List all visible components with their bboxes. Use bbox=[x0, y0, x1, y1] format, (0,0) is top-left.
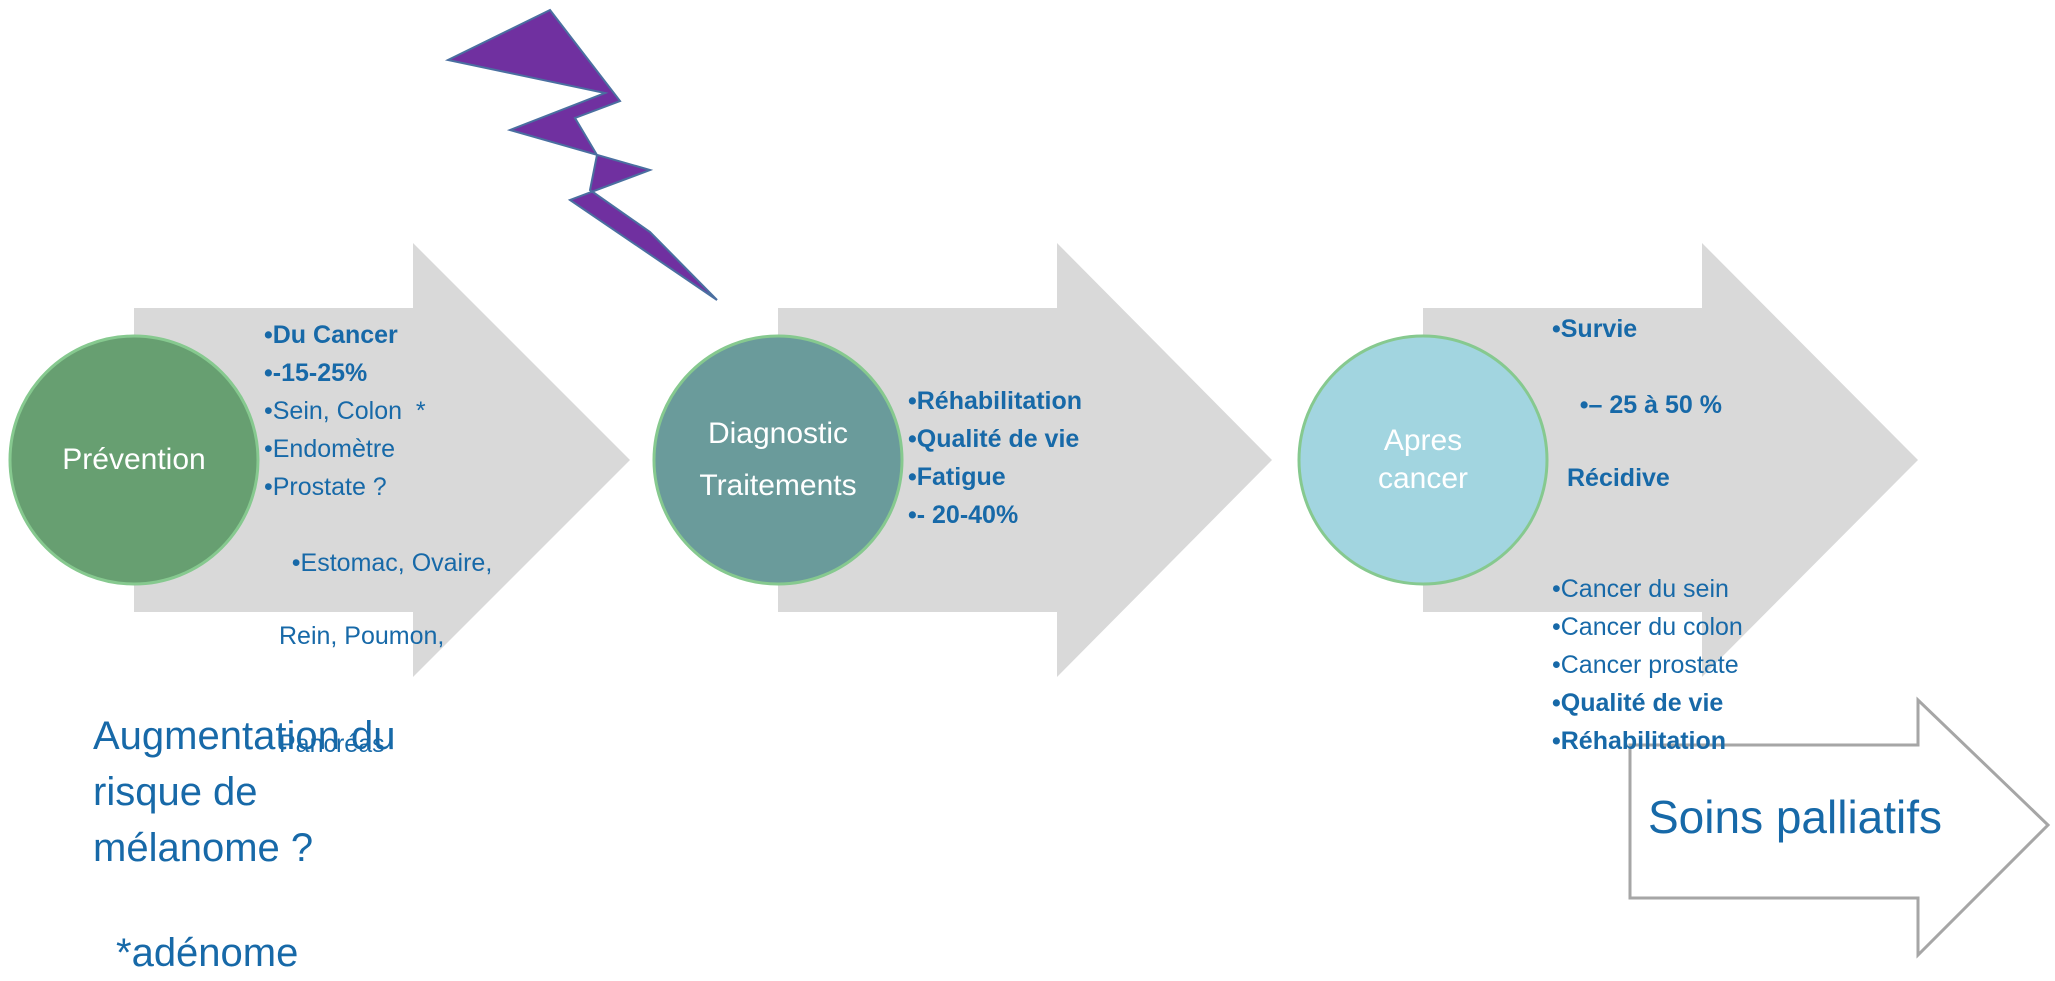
bullet-item: •Cancer prostate bbox=[1552, 651, 1739, 679]
note-line: Augmentation du bbox=[93, 714, 396, 758]
lightning-bolt-icon bbox=[444, 8, 718, 301]
note-line: mélanome ? bbox=[93, 826, 314, 870]
bullet-item: •– 25 à 50 % Récidive bbox=[1552, 348, 1812, 570]
bullet-item: •Fatigue bbox=[908, 463, 1006, 491]
melanoma-risk-note: Augmentation du risque de mélanome ? bbox=[93, 708, 493, 876]
bullet-item-text: •Estomac, Ovaire, bbox=[291, 549, 493, 577]
bullet-item: •Survie bbox=[1552, 315, 1638, 343]
bullet-item: •Endomètre bbox=[264, 435, 396, 463]
bullet-item: •- 20-40% bbox=[908, 501, 1019, 529]
bullet-item: •Estomac, Ovaire, Rein, Poumon, Pancréas bbox=[264, 506, 514, 836]
apres-cancer-bullet-list: •Survie •– 25 à 50 % Récidive •Cancer du… bbox=[1552, 310, 1812, 760]
bullet-item: •Cancer du sein bbox=[1552, 575, 1729, 603]
footnote-adenome: *adénome bbox=[116, 931, 299, 975]
bullet-item: •Réhabilitation bbox=[1552, 727, 1727, 755]
bullet-item-continuation: Récidive bbox=[1567, 464, 1670, 492]
bullet-item: •Qualité de vie bbox=[908, 425, 1080, 453]
apres-cancer-circle bbox=[1297, 334, 1549, 586]
palliative-care-label: Soins palliatifs bbox=[1648, 791, 1943, 843]
diagnostic-circle bbox=[652, 334, 904, 586]
circle-label-line: Prévention bbox=[62, 443, 206, 476]
bullet-item: •Qualité de vie bbox=[1552, 689, 1724, 717]
bullet-item: •-15-25% bbox=[264, 359, 368, 387]
bullet-item-continuation: Pancréas bbox=[279, 730, 385, 758]
prevention-circle bbox=[8, 334, 260, 586]
circle-label-line: Diagnostic bbox=[707, 417, 849, 450]
bullet-item-text: •– 25 à 50 % bbox=[1579, 391, 1722, 419]
bullet-item: •Prostate ? bbox=[264, 473, 387, 501]
diagram-canvas bbox=[8, 8, 2051, 959]
bullet-item: •Sein, Colon * bbox=[264, 397, 426, 425]
apres-cancer-label: Apres cancer bbox=[1299, 336, 1547, 584]
prevention-label: Prévention bbox=[10, 336, 258, 584]
stage-arrow-apres bbox=[1423, 243, 1918, 677]
diagnostic-bullet-list: •Réhabilitation •Qualité de vie •Fatigue… bbox=[908, 382, 1168, 534]
bullet-item: •Cancer du colon bbox=[1552, 613, 1743, 641]
bullet-item-continuation: Rein, Poumon, bbox=[279, 622, 445, 650]
circle-label-line: cancer bbox=[1377, 462, 1469, 495]
stage-arrow-diagnostic bbox=[778, 243, 1272, 677]
note-line: risque de bbox=[93, 770, 258, 814]
bullet-item: •Réhabilitation bbox=[908, 387, 1083, 415]
stage-arrow-prevention bbox=[134, 243, 630, 677]
bullet-item: •Du Cancer bbox=[264, 321, 398, 349]
palliative-arrow bbox=[1628, 696, 2051, 959]
circle-label-line: Apres bbox=[1383, 424, 1463, 457]
prevention-bullet-list: •Du Cancer •-15-25% •Sein, Colon * •Endo… bbox=[264, 316, 514, 836]
diagnostic-label: Diagnostic Traitements bbox=[654, 336, 902, 584]
circle-label-line: Traitements bbox=[699, 469, 857, 502]
